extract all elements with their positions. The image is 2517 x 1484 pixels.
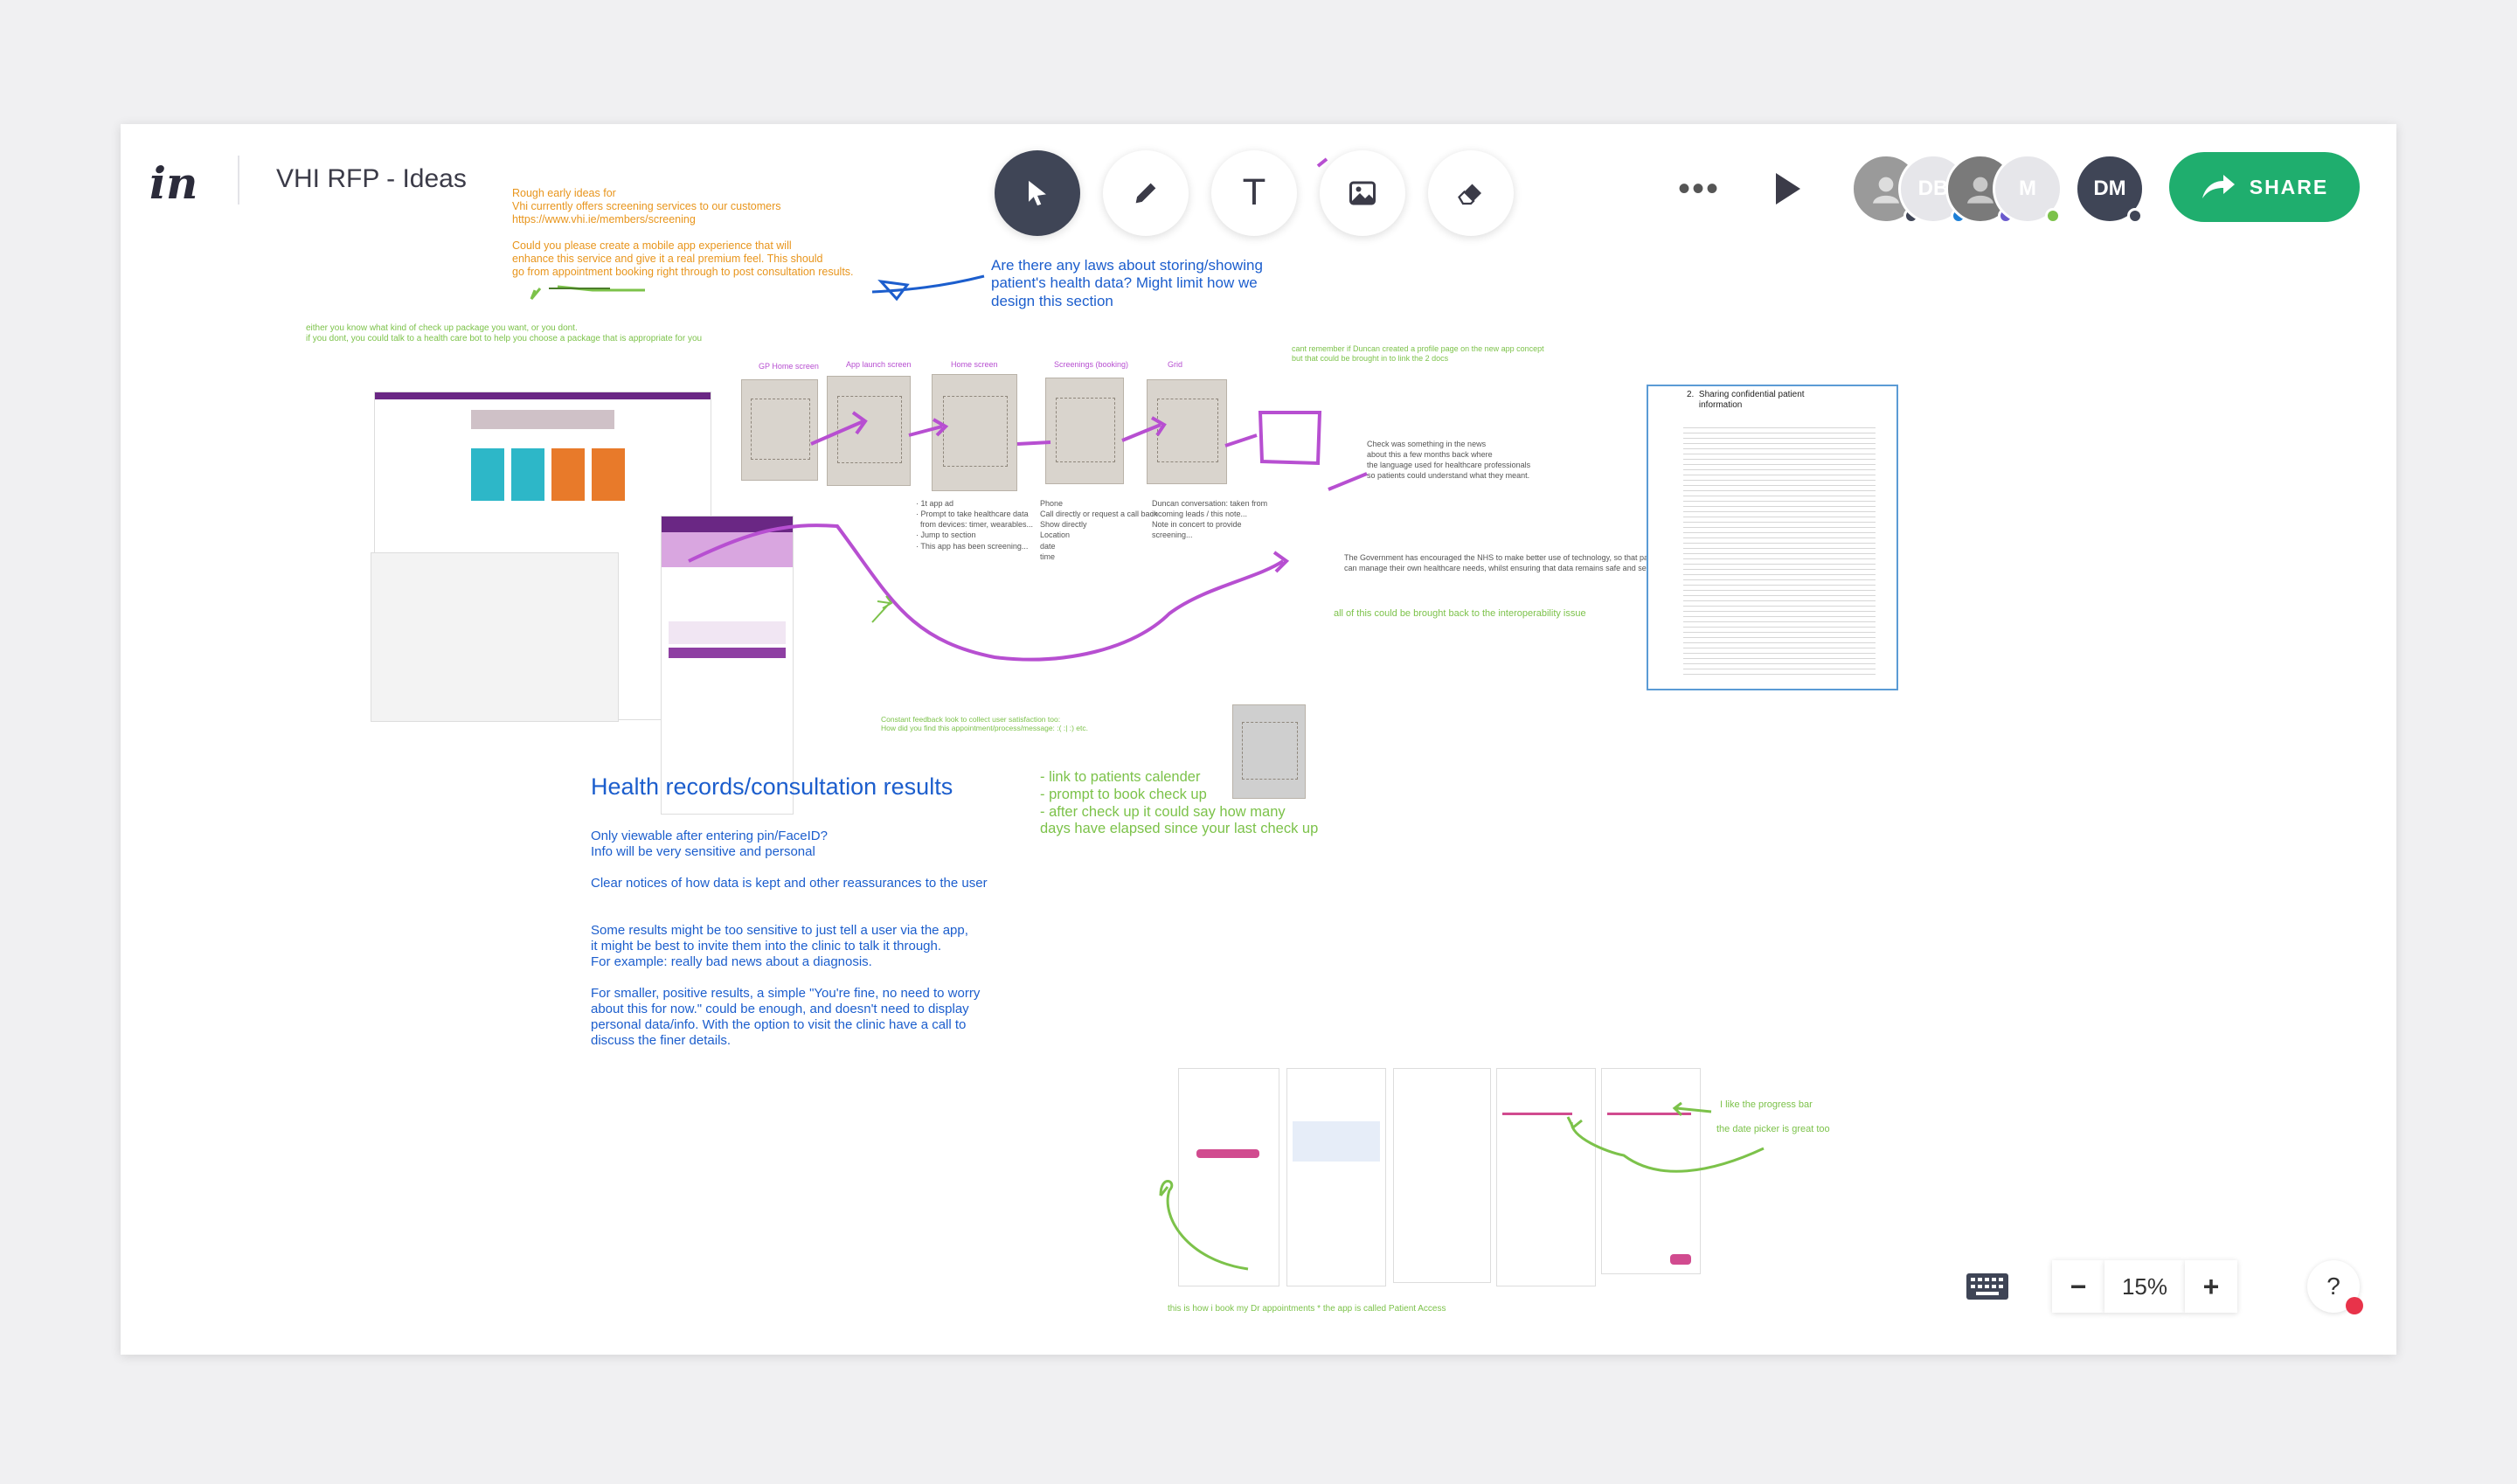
sketch-app-launch[interactable] [827,376,911,486]
pen-tool-button[interactable] [1103,150,1189,236]
screenshot-card [511,448,544,501]
purple-arrow [1121,416,1167,442]
note-green-calendar[interactable]: - link to patients calender - prompt to … [1040,769,1319,837]
screenshot-header-bar [375,392,711,399]
phone-primary-button [1670,1254,1691,1265]
mockup-button [669,648,786,658]
purple-arrow [1016,440,1051,446]
eraser-icon [1458,184,1481,205]
green-arrow [871,595,893,623]
note-orange-intro[interactable]: Rough early ideas for Vhi currently offe… [512,187,854,278]
whiteboard-canvas[interactable]: in VHI RFP - Ideas T ••• DB M DM SHARE R… [121,124,2396,1355]
phone-primary-button [1196,1149,1259,1158]
note-green-interop[interactable]: all of this could be brought back to the… [1334,608,1586,619]
purple-line [1328,472,1368,491]
share-arrow-icon [2202,175,2235,198]
select-tool-button[interactable] [995,150,1080,236]
collaborator-avatar[interactable]: M [1993,154,2063,224]
notification-badge [2346,1297,2363,1314]
note-green-checkup[interactable]: either you know what kind of check up pa… [306,323,703,343]
screenshot-hero [471,410,614,429]
sketch-note: · 1t app ad · Prompt to take healthcare … [916,499,1034,551]
share-label: SHARE [2249,175,2329,198]
phone-screenshot-type[interactable] [1286,1068,1386,1286]
note-green-progress[interactable]: I like the progress bar [1720,1099,1813,1110]
sketch-home[interactable] [932,374,1017,491]
zoom-in-button[interactable]: + [2185,1260,2237,1313]
right-middle-notes: Check was something in the news about th… [1367,440,1531,481]
sketch-photo[interactable] [1232,704,1306,799]
note-green-feedback[interactable]: Constant feedback look to collect user s… [881,715,1089,733]
phone-info-card [1293,1121,1380,1162]
text-icon: T [1243,173,1265,213]
phone-screenshot-appointments[interactable] [1178,1068,1279,1286]
annotation-strokes[interactable] [121,124,2396,1355]
zoom-out-button[interactable]: − [2052,1260,2104,1313]
keyboard-icon [1966,1273,2008,1300]
app-screening-mockup[interactable] [661,516,794,815]
person-icon [1873,177,1899,204]
purple-box [1258,411,1322,466]
presence-dot [2127,208,2143,224]
image-icon [1349,181,1376,205]
blue-arrow [871,274,985,302]
green-arrow [1566,1116,1765,1173]
note-green-patient-access[interactable]: this is how i book my Dr appointments * … [1168,1304,1446,1314]
note-green-profile[interactable]: cant remember if Duncan created a profil… [1292,344,1544,363]
pencil-icon [1135,183,1156,204]
sketch-label: Home screen [951,360,998,369]
purple-curve [688,524,1290,662]
zoom-level-display[interactable]: 15% [2104,1260,2185,1313]
document-sharing-confidential[interactable]: 2. Sharing confidential patient informat… [1647,385,1898,690]
screenshot-card [471,448,504,501]
more-options-button[interactable]: ••• [1678,170,1721,208]
sketch-label: Screenings (booking) [1054,360,1129,369]
sketch-label: App launch screen [846,360,912,369]
purple-line [1316,157,1328,168]
phone-progress-bar [1607,1113,1691,1115]
presence-dot [2045,208,2061,224]
cursor-arrow-icon [1029,180,1046,206]
green-arrow [1672,1101,1712,1117]
mockup-card [669,621,786,644]
phone-screenshot-date[interactable] [1496,1068,1596,1286]
sketch-label: GP Home screen [759,362,819,371]
green-arrow [1159,1180,1249,1271]
header-divider [238,156,239,205]
mockup-hero [662,532,793,567]
screenshot-card [551,448,585,501]
health-records-body-1[interactable]: Only viewable after entering pin/FaceID?… [591,829,988,891]
share-button[interactable]: SHARE [2169,152,2360,222]
present-play-icon[interactable] [1776,173,1800,205]
invision-logo[interactable]: in [149,157,198,209]
document-heading: 2. Sharing confidential patient informat… [1687,390,1805,410]
sketch-note: Phone Call directly or request a call ba… [1040,499,1158,561]
sketch-screenings[interactable] [1045,378,1124,484]
eraser-tool-button[interactable] [1428,150,1514,236]
sketch-label: Grid [1168,360,1183,369]
health-records-body-2[interactable]: Some results might be too sensitive to j… [591,923,981,1048]
vhi-screening-screenshot[interactable] [371,552,619,722]
text-tool-button[interactable]: T [1211,150,1297,236]
image-tool-button[interactable] [1320,150,1405,236]
purple-arrow [1224,433,1258,447]
purple-arrow [908,418,949,437]
mockup-header-bar [662,517,793,532]
document-body-lines [1683,423,1876,676]
phone-progress-bar [1502,1113,1572,1115]
sketch-note: Duncan conversation: taken from incoming… [1152,499,1268,540]
health-records-title[interactable]: Health records/consultation results [591,773,953,800]
note-blue-laws[interactable]: Are there any laws about storing/showing… [991,257,1263,309]
board-title[interactable]: VHI RFP - Ideas [276,164,467,193]
right-middle-notes: The Government has encouraged the NHS to… [1344,553,1668,573]
phone-screenshot-location[interactable] [1393,1068,1491,1283]
screenshot-card [592,448,625,501]
keyboard-shortcuts-button[interactable] [1956,1260,2019,1313]
note-green-datepicker[interactable]: the date picker is great too [1716,1124,1830,1134]
person-icon [1967,177,1993,204]
purple-arrow [810,411,868,446]
sketch-gp-home[interactable] [741,379,818,481]
